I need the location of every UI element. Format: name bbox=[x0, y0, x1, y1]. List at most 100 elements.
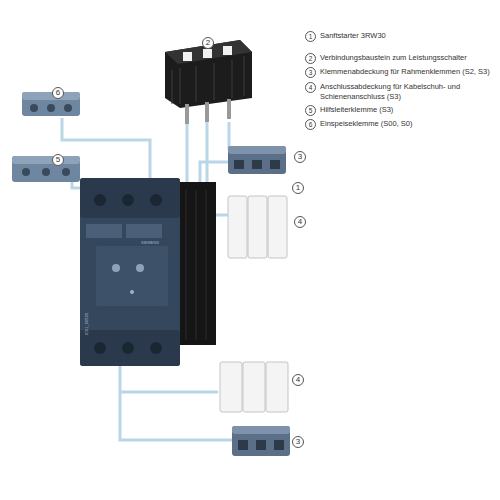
key-item: 4 Anschlussabdeckung für Kabelschuh- und … bbox=[305, 82, 465, 102]
brand-mark: SIEMENS bbox=[141, 240, 159, 245]
callout-circle: 3 bbox=[294, 151, 306, 163]
guide-line bbox=[120, 391, 218, 394]
front-panel bbox=[96, 246, 168, 306]
guide-line bbox=[120, 366, 232, 440]
terminal-cover bbox=[232, 426, 290, 456]
terminal-screw bbox=[94, 342, 106, 354]
module-body bbox=[165, 40, 252, 108]
callout-circle: 6 bbox=[52, 87, 64, 99]
callout-circle: 3 bbox=[292, 436, 304, 448]
guide-line bbox=[228, 122, 231, 150]
part-name: Einspeiseklemme (S00, S0) bbox=[320, 119, 413, 129]
callout-number: 4 bbox=[305, 82, 316, 93]
cover-top bbox=[232, 426, 290, 434]
terminal-screw bbox=[22, 168, 30, 176]
auxiliary-terminal bbox=[12, 156, 80, 182]
terminal-top bbox=[12, 156, 80, 164]
module-terminal bbox=[183, 52, 192, 61]
part-name: Klemmenabdeckung für Rahmenklemmen (S2, … bbox=[320, 67, 490, 77]
callout-number: 4 bbox=[298, 218, 302, 226]
callout-circle: 1 bbox=[292, 182, 304, 194]
cover-opening bbox=[238, 440, 248, 450]
led bbox=[130, 290, 134, 294]
callout-number: 3 bbox=[296, 438, 300, 446]
device-front bbox=[80, 178, 180, 366]
callout-circle: 2 bbox=[202, 37, 214, 49]
callout-number: 6 bbox=[305, 119, 316, 130]
callout-circle: 4 bbox=[292, 374, 304, 386]
callout-number: 1 bbox=[305, 31, 316, 42]
control-terminal bbox=[86, 224, 122, 238]
key-item: 2Verbindungsbaustein zum Leistungsschalt… bbox=[305, 53, 495, 64]
module-prong bbox=[185, 104, 189, 124]
terminal-body bbox=[22, 92, 80, 116]
terminal-screw bbox=[94, 194, 106, 206]
potentiometer bbox=[112, 264, 120, 272]
cover-opening bbox=[256, 440, 266, 450]
terminal-cover bbox=[228, 146, 286, 174]
terminal-top bbox=[22, 92, 80, 100]
cover-shell bbox=[268, 196, 287, 258]
part-name: Sanftstarter 3RW30 bbox=[320, 31, 386, 41]
cover-shell bbox=[248, 196, 267, 258]
module-top bbox=[165, 40, 252, 64]
callout-number: 4 bbox=[296, 376, 300, 384]
terminal-screw bbox=[62, 168, 70, 176]
terminal-body bbox=[12, 156, 80, 182]
cover-body bbox=[232, 426, 290, 456]
terminal-screw bbox=[150, 342, 162, 354]
callout-circle: 5 bbox=[52, 154, 64, 166]
callout-number: 6 bbox=[56, 89, 60, 97]
terminal-screw bbox=[122, 342, 134, 354]
potentiometer bbox=[136, 264, 144, 272]
cover-shell bbox=[243, 362, 265, 412]
terminal-screw bbox=[64, 104, 72, 112]
cover-opening bbox=[274, 440, 284, 450]
bottom-terminal-block bbox=[80, 330, 180, 366]
top-terminal-block bbox=[80, 178, 180, 218]
terminal-screw bbox=[30, 104, 38, 112]
key-item: 6 Einspeiseklemme (S00, S0) bbox=[305, 119, 495, 130]
cover-opening bbox=[234, 160, 244, 169]
soft-starter bbox=[80, 178, 216, 366]
cover-opening bbox=[252, 160, 262, 169]
drawing-number: IC01_00538 bbox=[84, 313, 89, 335]
cover-shell bbox=[220, 362, 242, 412]
module-terminal bbox=[223, 46, 232, 55]
module-prong bbox=[227, 99, 231, 119]
feeder-terminal bbox=[22, 92, 80, 116]
module-prong bbox=[205, 102, 209, 122]
guide-lines bbox=[62, 118, 232, 440]
callout-number: 3 bbox=[298, 153, 302, 161]
part-name: Hilfsleiterklemme (S3) bbox=[320, 105, 393, 115]
heat-sink-fins bbox=[186, 190, 206, 340]
connection-cover bbox=[220, 362, 288, 412]
module-fins bbox=[172, 56, 244, 104]
terminal-screw bbox=[47, 104, 55, 112]
callout-number: 5 bbox=[305, 105, 316, 116]
connection-module bbox=[165, 40, 252, 124]
heat-sink bbox=[178, 182, 216, 345]
key-item: 1 Sanftstarter 3RW30 bbox=[305, 31, 495, 42]
callout-number: 2 bbox=[206, 39, 210, 47]
callout-number: 3 bbox=[305, 67, 316, 78]
cover-top bbox=[228, 146, 286, 154]
connection-cover bbox=[228, 196, 287, 258]
module-terminal bbox=[203, 49, 212, 58]
part-name: Verbindungsbaustein zum Leistungsschalte… bbox=[320, 53, 467, 63]
cover-body bbox=[228, 146, 286, 174]
terminal-screw bbox=[42, 168, 50, 176]
key-item: 5 Hilfsleiterklemme (S3) bbox=[305, 105, 495, 116]
callout-circle: 4 bbox=[294, 216, 306, 228]
part-name: Anschlussabdeckung für Kabelschuh- und S… bbox=[320, 82, 465, 102]
cover-shell bbox=[266, 362, 288, 412]
control-terminal bbox=[126, 224, 162, 238]
callout-number: 1 bbox=[296, 184, 300, 192]
cover-shell bbox=[228, 196, 247, 258]
terminal-screw bbox=[122, 194, 134, 206]
cover-opening bbox=[270, 160, 280, 169]
key-item: 3 Klemmenabdeckung für Rahmenklemmen (S2,… bbox=[305, 67, 495, 78]
callout-number: 5 bbox=[56, 156, 60, 164]
terminal-screw bbox=[150, 194, 162, 206]
